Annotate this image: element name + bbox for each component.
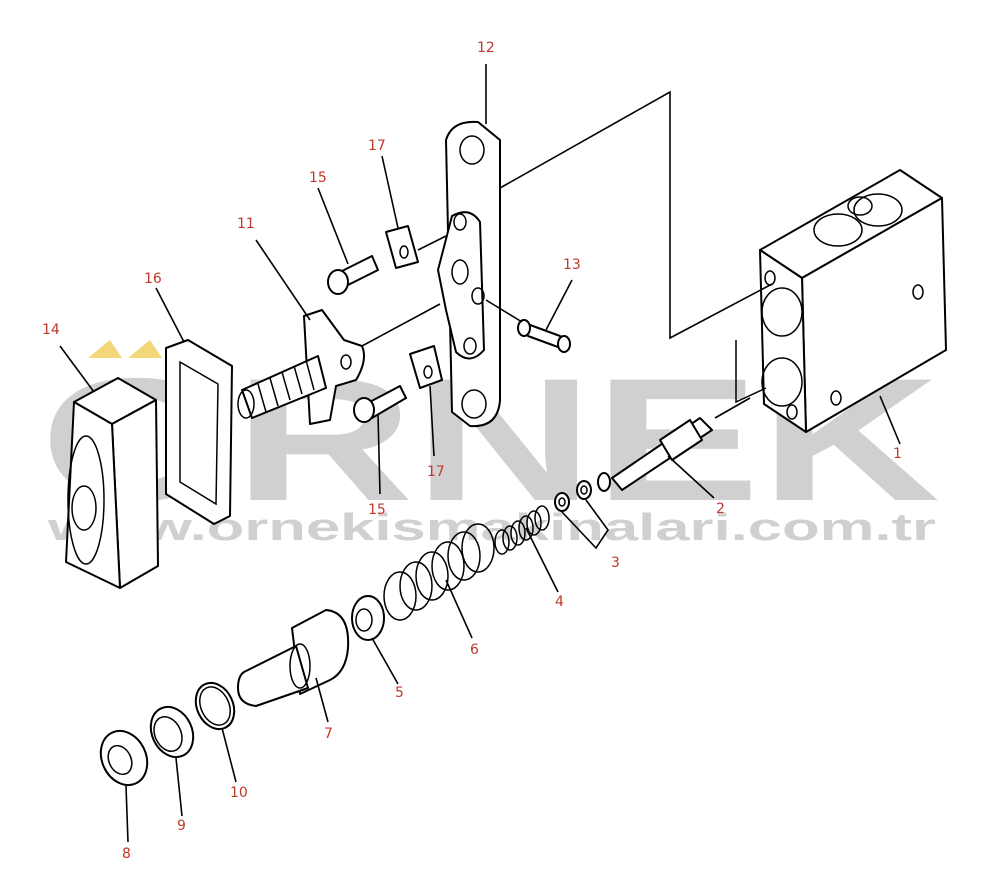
part-11-plunger <box>237 303 441 425</box>
callout-17-bottom: 17 <box>427 464 445 480</box>
callout-12: 12 <box>477 40 495 56</box>
part-12-lever-plate <box>437 120 501 428</box>
callout-15-bottom: 15 <box>368 502 386 518</box>
callout-2: 2 <box>716 501 725 517</box>
callout-3: 3 <box>611 555 620 571</box>
callout-8: 8 <box>122 846 131 862</box>
part-13-pin <box>485 299 571 353</box>
part-3-washers <box>554 480 609 550</box>
leader-lines <box>59 64 901 843</box>
callouts: 1 2 3 4 5 6 7 8 9 10 11 12 13 14 15 15 1… <box>42 40 902 862</box>
part-4-small-spring <box>494 505 550 555</box>
part-14-cover <box>65 377 159 589</box>
callout-1: 1 <box>893 446 902 462</box>
callout-6: 6 <box>470 642 479 658</box>
callout-13: 13 <box>563 257 581 273</box>
callout-14: 14 <box>42 322 60 338</box>
watermark-url: www.ornekismakinalari.com.tr <box>46 507 936 549</box>
watermark-accent-left <box>88 340 122 358</box>
callout-16: 16 <box>144 271 162 287</box>
assembly-line-12-to-1 <box>499 90 773 340</box>
callout-17-top: 17 <box>368 138 386 154</box>
part-1-valve-body <box>759 169 947 433</box>
part-2-spool <box>597 397 751 492</box>
callout-10: 10 <box>230 785 248 801</box>
part-9-ring <box>149 705 195 759</box>
callout-4: 4 <box>555 594 564 610</box>
watermark-accent-right <box>128 340 162 358</box>
assembly-line-2-to-1 <box>735 340 767 404</box>
part-16-gasket <box>165 339 233 525</box>
part-10-o-ring <box>194 681 236 731</box>
part-17-tabs <box>385 225 447 389</box>
part-8-bushing <box>99 729 149 787</box>
callout-9: 9 <box>177 818 186 834</box>
part-7-piston <box>237 609 350 707</box>
part-15-bolts <box>327 255 407 423</box>
callout-5: 5 <box>395 685 404 701</box>
callout-11: 11 <box>237 216 255 232</box>
part-5-retainer <box>351 595 385 641</box>
part-6-large-spring <box>383 523 495 621</box>
callout-15-top: 15 <box>309 170 327 186</box>
callout-7: 7 <box>324 726 333 742</box>
